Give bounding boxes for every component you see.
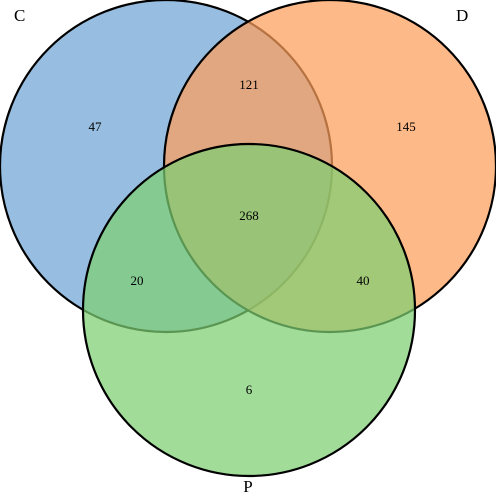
set-p-label: P xyxy=(243,477,252,494)
count-c-d-p: 268 xyxy=(239,208,259,223)
count-d-only: 145 xyxy=(396,119,416,134)
count-p-only: 6 xyxy=(246,382,253,397)
count-c-only: 47 xyxy=(89,119,103,134)
set-p-circle xyxy=(81,142,417,478)
count-d-p: 40 xyxy=(357,273,370,288)
set-d-label: D xyxy=(456,6,468,25)
count-c-d: 121 xyxy=(239,77,259,92)
set-c-label: C xyxy=(14,6,25,25)
count-c-p: 20 xyxy=(131,273,144,288)
